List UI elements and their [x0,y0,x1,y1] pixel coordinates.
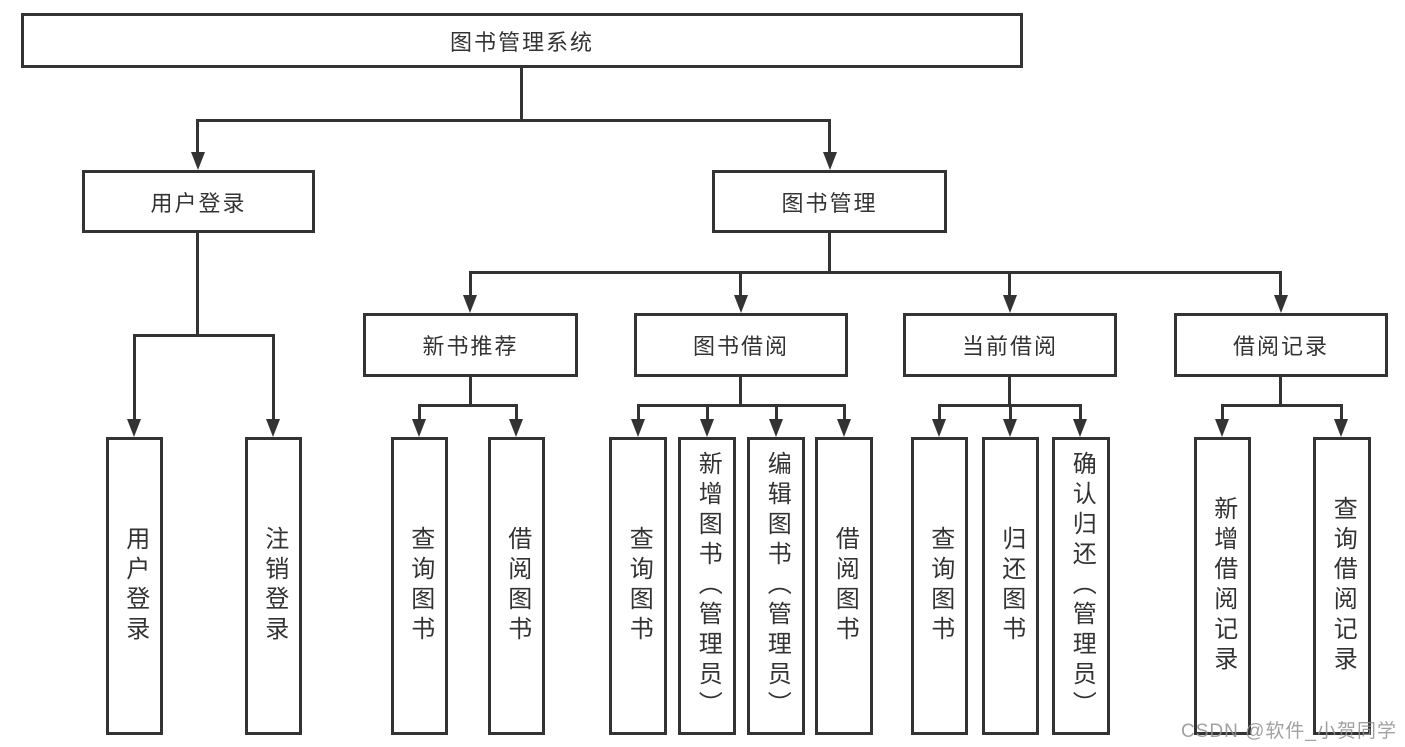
connector-vline [843,404,846,422]
connector-vline [828,233,831,274]
arrowhead-icon [837,419,851,437]
leaf-br-add-record-label: 新增借阅记录 [1209,496,1237,676]
leaf-bb-add-books-admin: 新增图书（管理员） [678,437,736,735]
node-book-borrowing: 图书借阅 [634,313,848,377]
connector-vline [775,404,778,422]
leaf-bb-borrow-books: 借阅图书 [815,437,873,735]
node-new-book-recommendation-label: 新书推荐 [422,334,519,359]
node-user-login-module-label: 用户登录 [150,190,247,216]
leaf-logout: 注销登录 [245,437,302,735]
connector-hline [133,334,274,337]
arrowhead-icon [463,295,477,313]
leaf-cb-query-books: 查询图书 [911,437,968,735]
arrowhead-icon [1274,295,1288,313]
leaf-bb-query-books: 查询图书 [609,437,667,735]
leaf-cb-confirm-return-admin: 确认归还（管理员） [1052,437,1110,735]
node-new-book-recommendation: 新书推荐 [363,313,578,377]
leaf-br-query-record-label: 查询借阅记录 [1329,496,1357,676]
leaf-br-query-record: 查询借阅记录 [1313,437,1371,735]
connector-vline [739,377,742,407]
arrowhead-icon [1215,419,1229,437]
connector-vline [469,271,472,298]
arrowhead-icon [823,152,837,170]
node-library-management-system: 图书管理系统 [21,13,1023,68]
leaf-cb-return-books-label: 归还图书 [997,526,1025,646]
arrowhead-icon [412,419,426,437]
arrowhead-icon [1073,419,1087,437]
leaf-bb-edit-books-admin-label: 编辑图书（管理员） [763,451,791,721]
connector-vline [1008,377,1011,407]
connector-vline [133,334,136,422]
connector-hline [469,271,1282,274]
connector-vline [196,119,199,155]
connector-vline [938,404,941,422]
leaf-cb-return-books: 归还图书 [982,437,1039,735]
connector-vline [515,404,518,422]
leaf-user-login-label: 用户登录 [121,526,149,646]
connector-vline [418,404,421,422]
leaf-bb-borrow-books-label: 借阅图书 [831,526,859,646]
connector-vline [1279,377,1282,407]
arrowhead-icon [509,419,523,437]
node-library-management-system-label: 图书管理系统 [449,29,594,55]
node-current-borrowing-label: 当前借阅 [961,334,1058,359]
node-book-borrowing-label: 图书借阅 [692,334,789,359]
node-book-management-label: 图书管理 [781,190,878,216]
connector-vline [739,271,742,298]
watermark: CSDN @软件_小贺同学 [1181,721,1397,742]
arrowhead-icon [700,419,714,437]
arrowhead-icon [127,419,141,437]
leaf-bb-query-books-label: 查询图书 [625,526,653,646]
leaf-nb-borrow-books-label: 借阅图书 [503,526,531,646]
node-book-management: 图书管理 [712,170,947,233]
arrowhead-icon [769,419,783,437]
arrowhead-icon [1003,295,1017,313]
connector-hline [196,119,831,122]
connector-vline [637,404,640,422]
leaf-nb-query-books-label: 查询图书 [406,526,434,646]
connector-hline [418,404,518,407]
leaf-br-add-record: 新增借阅记录 [1194,437,1251,735]
connector-vline [520,68,523,122]
arrowhead-icon [932,419,946,437]
arrowhead-icon [191,152,205,170]
connector-hline [637,404,846,407]
connector-vline [272,334,275,422]
leaf-bb-add-books-admin-label: 新增图书（管理员） [694,451,722,721]
connector-vline [469,377,472,407]
leaf-nb-borrow-books: 借阅图书 [488,437,545,735]
connector-vline [1279,271,1282,298]
connector-vline [196,233,199,337]
leaf-cb-confirm-return-admin-label: 确认归还（管理员） [1068,451,1096,721]
arrowhead-icon [1334,419,1348,437]
connector-vline [1009,404,1012,422]
arrowhead-icon [734,295,748,313]
connector-vline [828,119,831,155]
connector-vline [1221,404,1224,422]
leaf-user-login: 用户登录 [106,437,163,735]
node-user-login-module: 用户登录 [82,170,315,233]
arrowhead-icon [1003,419,1017,437]
leaf-cb-query-books-label: 查询图书 [926,526,954,646]
arrowhead-icon [631,419,645,437]
node-borrowing-records-label: 借阅记录 [1232,334,1329,359]
leaf-logout-label: 注销登录 [260,526,288,646]
connector-hline [1221,404,1343,407]
leaf-nb-query-books: 查询图书 [391,437,448,735]
connector-vline [1079,404,1082,422]
connector-vline [1340,404,1343,422]
arrowhead-icon [266,419,280,437]
connector-vline [706,404,709,422]
node-borrowing-records: 借阅记录 [1174,313,1388,377]
node-current-borrowing: 当前借阅 [903,313,1117,377]
connector-vline [1008,271,1011,298]
leaf-bb-edit-books-admin: 编辑图书（管理员） [747,437,805,735]
